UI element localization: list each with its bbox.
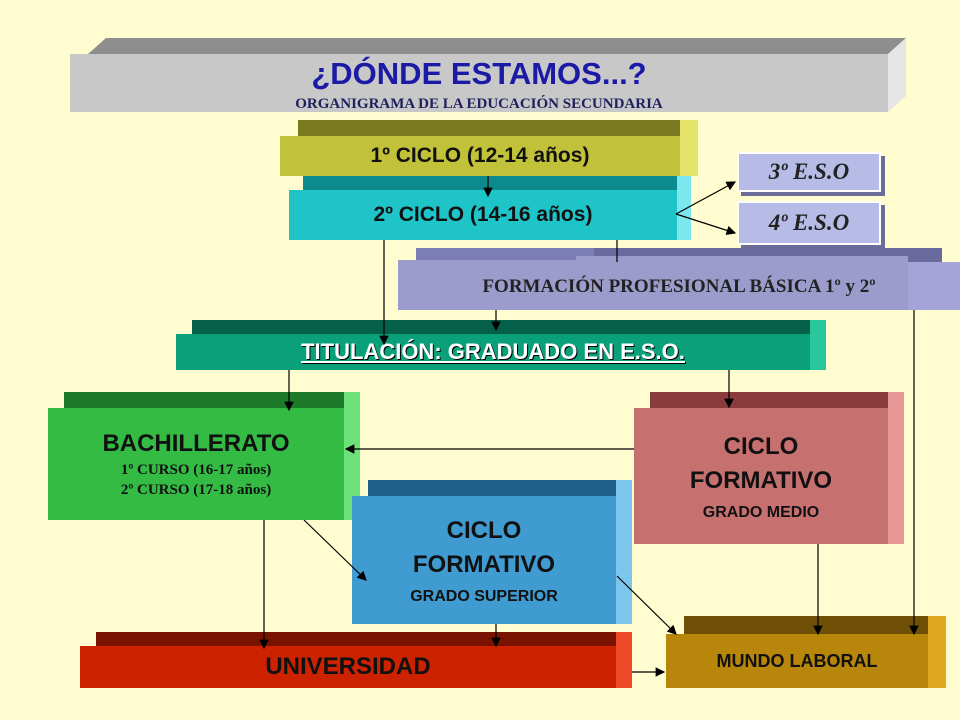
cfgs-line1: CICLO	[446, 517, 522, 544]
titulacion-box: TITULACIÓN: GRADUADO EN E.S.O.	[176, 320, 826, 370]
cfgm-line1: CICLO	[723, 433, 799, 460]
bachillerato-curso2: 2º CURSO (17-18 años)	[120, 481, 272, 498]
header-box: ¿DÓNDE ESTAMOS...? ORGANIGRAMA DE LA EDU…	[70, 38, 906, 112]
page-subtitle: ORGANIGRAMA DE LA EDUCACIÓN SECUNDARIA	[295, 96, 663, 112]
cfgm-box: CICLO FORMATIVO GRADO MEDIO	[634, 392, 904, 544]
page-title: ¿DÓNDE ESTAMOS...?	[311, 56, 647, 91]
fpb-box: FORMACIÓN PROFESIONAL BÁSICA 1º y 2º	[398, 248, 960, 310]
ciclo1-label: 1º CICLO (12-14 años)	[370, 144, 590, 167]
cfgm-sub: GRADO MEDIO	[702, 504, 820, 521]
bachillerato-title: BACHILLERATO	[102, 429, 290, 457]
cfgs-line2: FORMATIVO	[412, 551, 556, 578]
laboral-box: MUNDO LABORAL	[666, 616, 946, 688]
eso4-label: 4º E.S.O	[768, 210, 850, 235]
universidad-label: UNIVERSIDAD	[265, 653, 431, 680]
bachillerato-curso1: 1º CURSO (16-17 años)	[120, 461, 272, 478]
cfgs-sub: GRADO SUPERIOR	[410, 588, 558, 605]
ciclo2-label: 2º CICLO (14-16 años)	[373, 203, 593, 226]
ciclo2-box: 2º CICLO (14-16 años)	[289, 176, 691, 240]
eso4-box: 4º E.S.O	[737, 201, 887, 249]
cfgs-box: CICLO FORMATIVO GRADO SUPERIOR	[352, 480, 632, 624]
fpb-label: FORMACIÓN PROFESIONAL BÁSICA 1º y 2º	[482, 276, 876, 297]
eso3-box: 3º E.S.O	[737, 152, 887, 196]
laboral-label: MUNDO LABORAL	[716, 650, 878, 671]
titulacion-label: TITULACIÓN: GRADUADO EN E.S.O.	[301, 339, 685, 364]
eso3-label: 3º E.S.O	[768, 159, 850, 184]
ciclo1-box: 1º CICLO (12-14 años)	[280, 120, 698, 176]
cfgm-line2: FORMATIVO	[689, 467, 833, 494]
universidad-box: UNIVERSIDAD	[80, 632, 632, 688]
bachillerato-box: BACHILLERATO 1º CURSO (16-17 años) 2º CU…	[48, 392, 360, 520]
